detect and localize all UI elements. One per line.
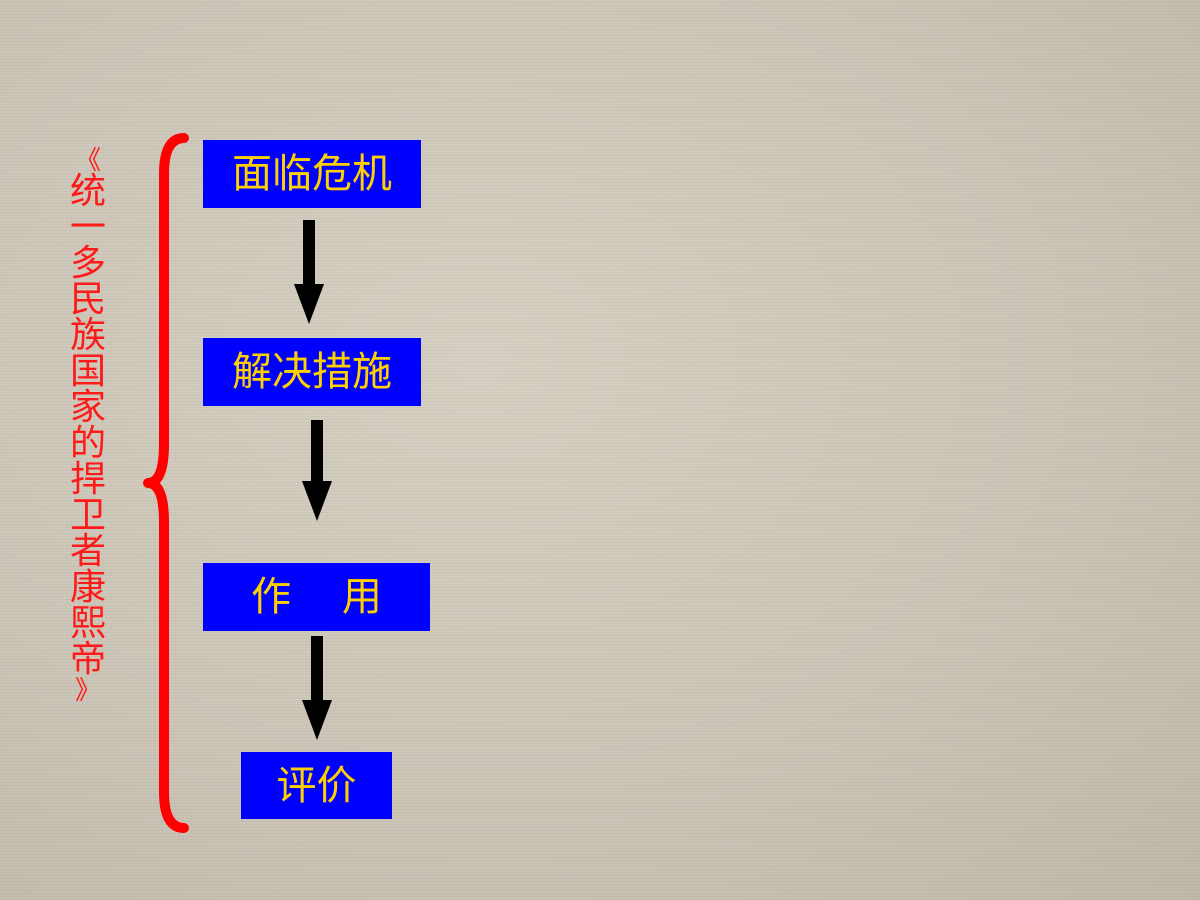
title-char: 族 xyxy=(69,315,106,356)
title-open-bracket: 《 xyxy=(74,146,101,176)
flow-step-effect: 作 用 xyxy=(203,563,430,631)
down-arrow-icon xyxy=(294,220,324,324)
down-arrow-icon xyxy=(302,636,332,740)
curly-brace xyxy=(143,133,189,833)
title-char: 多 xyxy=(69,243,106,284)
title-char: 者 xyxy=(69,531,106,572)
title-char: 康 xyxy=(69,567,106,608)
title-char: 国 xyxy=(69,351,106,392)
title-close-bracket: 》 xyxy=(74,676,101,706)
title-char: 一 xyxy=(69,207,106,248)
title-char: 的 xyxy=(69,423,106,464)
title-char: 帝 xyxy=(69,639,106,680)
flow-step-crisis: 面临危机 xyxy=(203,140,421,208)
title-char: 统 xyxy=(69,171,106,212)
vertical-title: 《 统 一 多 民 族 国 家 的 捍 卫 者 康 熙 帝 》 xyxy=(64,148,112,778)
curly-brace-path xyxy=(143,133,189,833)
flow-step-measures: 解决措施 xyxy=(203,338,421,406)
title-char: 卫 xyxy=(69,495,106,536)
title-char: 熙 xyxy=(69,603,106,644)
title-char: 家 xyxy=(69,387,106,428)
title-char: 民 xyxy=(69,279,106,320)
flow-step-evaluation: 评价 xyxy=(241,752,392,819)
down-arrow-icon xyxy=(302,420,332,521)
title-char: 捍 xyxy=(69,459,106,500)
